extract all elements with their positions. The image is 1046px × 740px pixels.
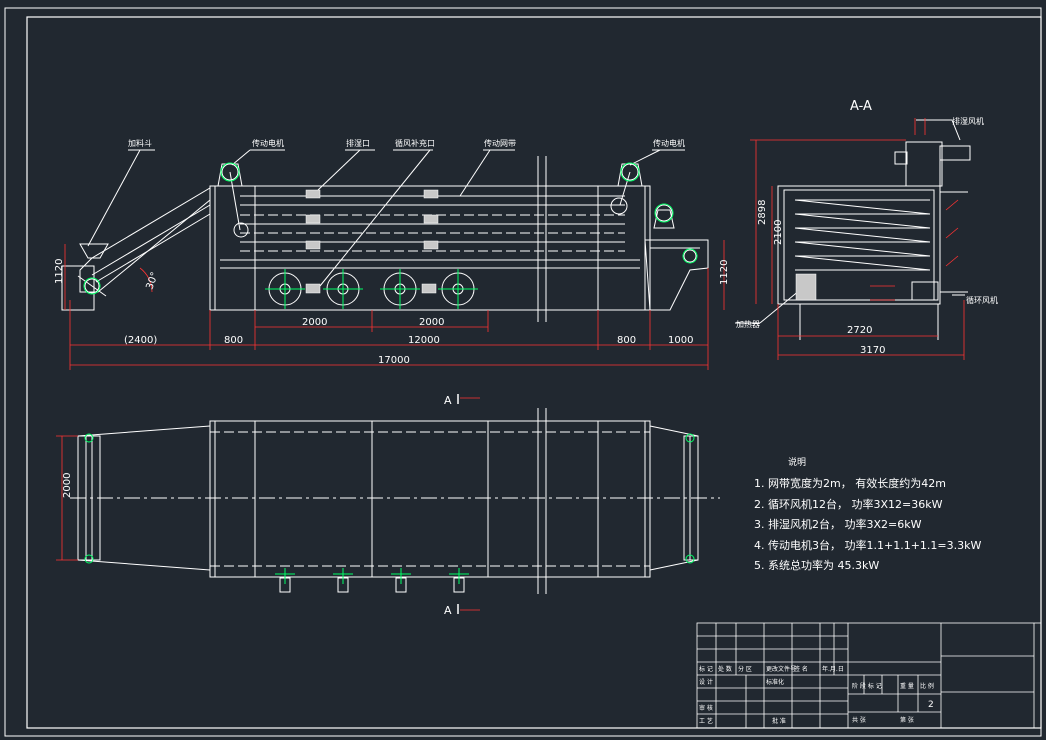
- circ-fan-label: 循环风机: [966, 295, 998, 305]
- note-item-2: 2. 循环风机12台， 功率3X12=36kW: [754, 498, 943, 511]
- tb-sheets-total: 共 张: [852, 716, 866, 724]
- dim-2100: 2100: [773, 220, 784, 245]
- section-title: A-A: [850, 99, 872, 114]
- tb-weight: 重 量: [900, 682, 914, 690]
- exhaust-port-label: 排湿口: [346, 138, 370, 148]
- dim-1120-right: 1120: [719, 260, 730, 285]
- dim-12000: 12000: [408, 335, 440, 346]
- tb-header-2: 处 数: [718, 665, 732, 673]
- note-item-1: 1. 网带宽度为2m， 有效长度约为42m: [754, 477, 946, 490]
- fan-makeup-label: 循风补充口: [395, 138, 435, 148]
- tb-header-1: 标 记: [699, 665, 713, 673]
- front-elevation: [61, 149, 709, 322]
- tb-header-5: 签 名: [794, 665, 808, 673]
- tb-standardize: 标准化: [766, 678, 784, 686]
- heater-label: 加热器: [736, 319, 760, 329]
- dim-800-left: 800: [224, 335, 243, 346]
- tb-scale-value: 2: [928, 700, 934, 710]
- tb-designer: 设 计: [699, 678, 713, 686]
- dim-2720: 2720: [847, 325, 872, 336]
- section-view: [735, 119, 971, 340]
- note-item-5: 5. 系统总功率为 45.3kW: [754, 559, 880, 572]
- dim-1120-left: 1120: [54, 259, 65, 284]
- section-dimensions: [750, 118, 965, 360]
- note-item-3: 3. 排湿风机2台， 功率3X2=6kW: [754, 518, 922, 531]
- note-item-4: 4. 传动电机3台， 功率1.1+1.1+1.1=3.3kW: [754, 539, 982, 552]
- tb-approve: 批 准: [772, 717, 786, 725]
- front-dimensions: [64, 240, 725, 370]
- angle-label: 30°: [145, 271, 161, 291]
- drive-motor-left-label: 传动电机: [252, 138, 284, 148]
- drive-motor-right-label: 传动电机: [653, 138, 685, 148]
- plan-dimensions: [56, 397, 480, 611]
- center-lines: [83, 162, 698, 309]
- vent-hatches: [305, 189, 439, 294]
- tb-sheet-no: 第 张: [900, 716, 914, 724]
- tb-stage: 阶 段 标 记: [852, 682, 882, 690]
- dim-2000-a: 2000: [302, 317, 327, 328]
- tb-review: 审 核: [699, 704, 713, 712]
- plan-markers: [84, 433, 695, 584]
- section-mark-top: A: [444, 394, 452, 407]
- tb-header-3: 分 区: [738, 665, 752, 673]
- tb-header-6: 年.月.日: [822, 665, 844, 673]
- title-block: [696, 622, 1042, 729]
- tb-process: 工 艺: [699, 717, 713, 725]
- dim-2000-b: 2000: [419, 317, 444, 328]
- dim-2400: (2400): [124, 335, 157, 346]
- section-mark-bottom: A: [444, 604, 452, 617]
- dim-3170: 3170: [860, 345, 885, 356]
- feed-hopper-label: 加料斗: [128, 138, 152, 148]
- dim-1000: 1000: [668, 335, 693, 346]
- dim-800-right: 800: [617, 335, 636, 346]
- dim-2000-plan: 2000: [62, 473, 73, 498]
- drive-belt-label: 传动网带: [484, 138, 516, 148]
- exhaust-fan-label: 排湿风机: [952, 116, 984, 126]
- dim-2898: 2898: [757, 200, 768, 225]
- dim-17000: 17000: [378, 355, 410, 366]
- section-heater: [795, 273, 817, 301]
- tb-header-4: 更改文件号: [766, 665, 796, 673]
- sheet-frame: [4, 7, 1042, 737]
- tb-scale: 比 例: [920, 682, 934, 690]
- plan-view: [70, 408, 720, 594]
- notes-title: 说明: [788, 458, 807, 468]
